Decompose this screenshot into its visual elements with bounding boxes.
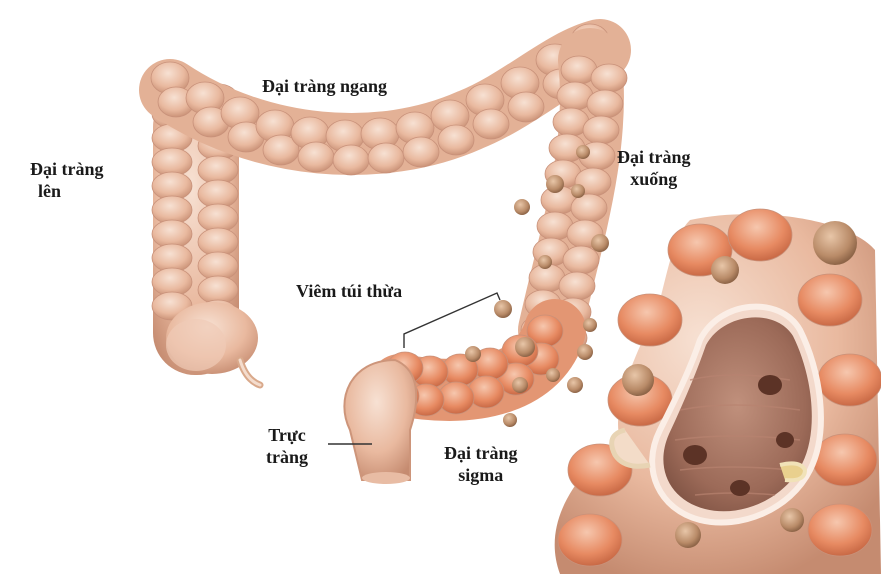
diverticulum-pouch	[512, 377, 528, 393]
haustra-bulge	[571, 194, 607, 222]
diverticulum-pouch	[538, 255, 552, 269]
diverticulum-pouch	[583, 318, 597, 332]
haustra-bulge	[798, 274, 862, 326]
haustra-bulge	[618, 294, 682, 346]
label-rectum: Trực tràng	[266, 424, 308, 468]
label-descending-colon: Đại tràng xuống	[617, 146, 691, 190]
label-rectum-line1: Trực	[266, 424, 308, 446]
haustra-bulge	[591, 64, 627, 92]
haustra-bulge	[808, 504, 872, 556]
diverticulitis-bracket	[404, 293, 500, 348]
haustra-bulge	[298, 142, 334, 172]
diverticulum-pouch	[577, 344, 593, 360]
cross-section-inset	[555, 209, 881, 574]
haustra-bulge	[333, 145, 369, 175]
diverticulum-pouch	[515, 337, 535, 357]
label-sigmoid-colon: Đại tràng sigma	[444, 442, 518, 486]
haustra-bulge	[583, 116, 619, 144]
label-ascending-colon-line2: lên	[30, 180, 104, 202]
haustra-bulge	[818, 354, 881, 406]
diverticulum-pouch	[591, 234, 609, 252]
label-rectum-line2: tràng	[266, 446, 308, 468]
diverticulum-pouch	[567, 377, 583, 393]
label-sigmoid-colon-line2: sigma	[444, 464, 518, 486]
label-sigmoid-colon-line1: Đại tràng	[444, 442, 518, 464]
diverticulum-pouch	[546, 175, 564, 193]
label-descending-colon-line2: xuống	[617, 168, 691, 190]
haustra-bulge	[728, 209, 792, 261]
diverticulum-pouch	[571, 184, 585, 198]
haustra-bulge	[368, 143, 404, 173]
rectum	[344, 360, 416, 484]
diverticulum-pouch	[494, 300, 512, 318]
haustra-bulge	[508, 92, 544, 122]
haustra-bulge	[559, 272, 595, 300]
diverticulum-pouch	[503, 413, 517, 427]
diverticulum-pouch	[514, 199, 530, 215]
haustra-bulge	[558, 514, 622, 566]
label-transverse-colon: Đại tràng ngang	[262, 75, 387, 97]
haustra-bulge	[473, 109, 509, 139]
diverticulum-pouch	[576, 145, 590, 159]
label-descending-colon-line1: Đại tràng	[617, 146, 691, 168]
diverticulum-pouch	[465, 346, 481, 362]
haustra-bulge	[813, 434, 877, 486]
label-ascending-colon-line1: Đại tràng	[30, 158, 104, 180]
label-ascending-colon: Đại tràng lên	[30, 158, 104, 202]
diverticulum-pouch	[546, 368, 560, 382]
haustra-bulge	[438, 125, 474, 155]
haustra-bulge	[587, 90, 623, 118]
label-diverticulitis: Viêm túi thừa	[296, 280, 402, 302]
haustra-bulge	[403, 137, 439, 167]
haustra-bulge	[563, 246, 599, 274]
